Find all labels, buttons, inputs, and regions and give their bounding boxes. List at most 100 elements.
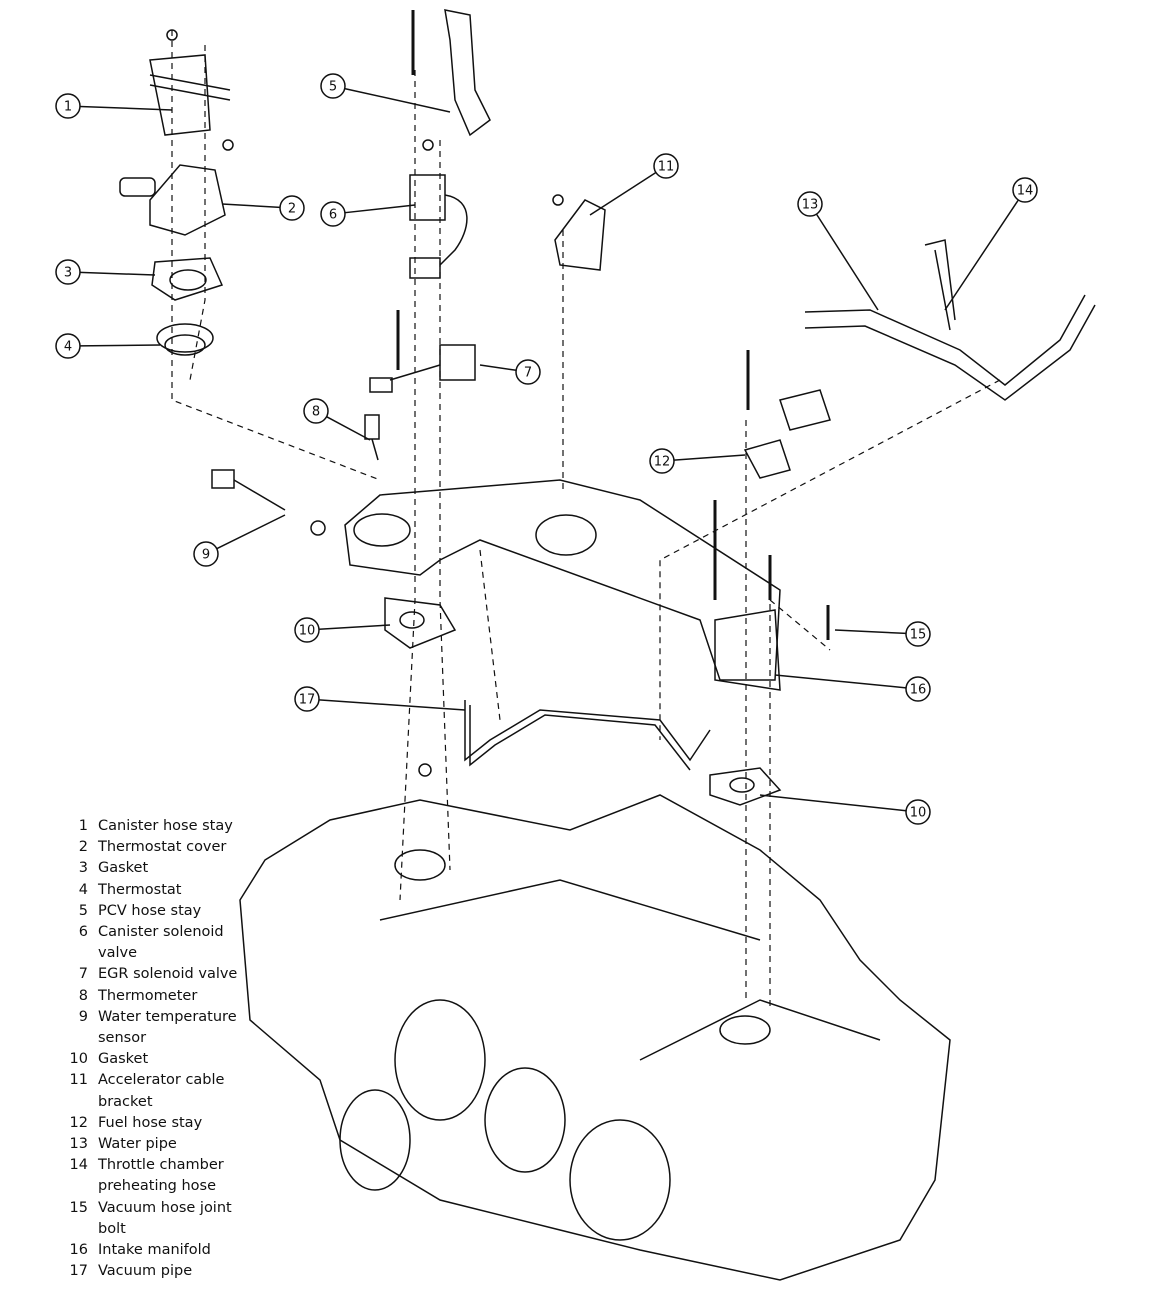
legend-label: Canister hose stay [98, 818, 233, 834]
legend-label: Canister solenoid valve [98, 924, 224, 962]
legend-label: Water temperature sensor [98, 1008, 237, 1047]
fuel-hose-stay [743, 350, 831, 479]
callout-circle [1012, 177, 1038, 203]
leader-line [944, 199, 1019, 311]
leader-line [318, 624, 391, 631]
legend-label: Fuel hose stay [98, 1114, 203, 1131]
callout-number: 10 [299, 624, 316, 639]
callout-2: 2 [221, 195, 305, 221]
callout-circle [649, 448, 675, 474]
leader-line [79, 271, 156, 276]
legend-label: EGR solenoid valve [98, 966, 238, 983]
egr-solenoid-valve [369, 310, 476, 393]
callout-circle [55, 93, 81, 119]
leader-line [759, 794, 907, 812]
callout-7: 7 [479, 359, 541, 385]
legend-number: 9 [78, 1008, 88, 1025]
legend-label: Gasket [98, 1051, 149, 1068]
leader-line [589, 171, 657, 216]
legend-label: Thermostat cover [98, 839, 227, 856]
callout-number: 9 [202, 548, 210, 563]
leader-line [774, 674, 907, 689]
callout-5: 5 [320, 73, 451, 113]
callout-circle [303, 398, 329, 424]
legend-number: 17 [69, 1263, 88, 1280]
legend-number: 8 [78, 987, 88, 1004]
legend-item: 11 Accelerator cable bracket [60, 1070, 258, 1112]
legend-number: 1 [78, 818, 88, 834]
callout-number: 10 [910, 806, 927, 821]
legend-label: Gasket [98, 860, 149, 877]
callout-circle [320, 201, 346, 227]
callout-3: 3 [55, 259, 156, 285]
leader-line [834, 629, 907, 635]
canister-solenoid-valve [409, 139, 468, 279]
legend-item: 10 Gasket [60, 1049, 258, 1070]
callout-8: 8 [303, 398, 371, 441]
legend-number: 3 [78, 860, 88, 877]
callout-circle [797, 191, 823, 217]
throttle-chamber-preheating-hose [924, 239, 956, 331]
callout-10: 10 [294, 617, 391, 643]
callout-6: 6 [320, 201, 416, 227]
callout-number: 17 [299, 693, 316, 708]
legend-label: Thermometer [98, 987, 198, 1004]
gasket-10-upper [384, 597, 457, 649]
callout-circle [905, 799, 931, 825]
leader-line [318, 699, 466, 711]
leader-line [79, 344, 161, 347]
legend-number: 2 [78, 839, 88, 856]
leader-line [216, 514, 286, 550]
callout-circle [294, 617, 320, 643]
callout-number: 3 [64, 266, 72, 281]
legend-label: Accelerator cable bracket [98, 1072, 225, 1110]
callout-14: 14 [944, 177, 1038, 311]
gasket-3 [151, 257, 224, 301]
callout-number: 15 [910, 628, 927, 643]
leader-line [479, 364, 517, 372]
callout-circle [279, 195, 305, 221]
callout-15: 15 [834, 621, 931, 647]
callout-circle [905, 676, 931, 702]
legend-number: 10 [69, 1051, 88, 1068]
callout-number: 13 [802, 198, 819, 213]
legend-number: 16 [69, 1242, 88, 1259]
callout-circle [515, 359, 541, 385]
legend-item: 4 Thermostat [60, 880, 258, 901]
legend-label: Vacuum pipe [98, 1263, 193, 1280]
leader-line [326, 416, 371, 441]
legend-label: Water pipe [98, 1136, 177, 1153]
callout-number: 16 [910, 683, 927, 698]
callout-16: 16 [774, 674, 931, 702]
callout-number: 8 [312, 405, 320, 420]
legend-number: 4 [78, 881, 88, 898]
leader-line [79, 105, 173, 111]
legend-number: 11 [69, 1072, 88, 1089]
callout-number: 11 [658, 160, 675, 175]
water-pipe [804, 294, 1096, 401]
engine-block [239, 794, 951, 1281]
legend-number: 12 [69, 1114, 88, 1131]
legend-item: 3 Gasket [60, 858, 258, 879]
callout-12: 12 [649, 448, 746, 474]
legend-label: Thermostat [98, 881, 182, 898]
leader-line [673, 454, 746, 461]
callout-4: 4 [55, 333, 161, 359]
gasket-10-lower [709, 767, 782, 806]
legend-item: 9 Water temperature sensor [60, 1007, 258, 1049]
legend-number: 6 [78, 924, 88, 941]
callout-1: 1 [55, 93, 173, 119]
callout-number: 6 [329, 208, 337, 223]
thermostat [156, 323, 214, 356]
pcv-hose-stay [411, 9, 491, 137]
leader-line [815, 213, 879, 311]
callout-circle [55, 333, 81, 359]
callout-11: 11 [589, 153, 679, 216]
callout-13: 13 [797, 191, 879, 311]
legend-number: 14 [69, 1157, 88, 1174]
